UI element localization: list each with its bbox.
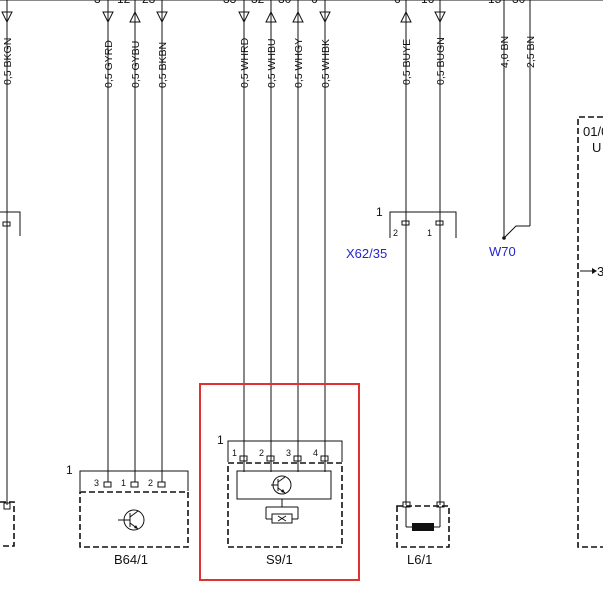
left-connector-outline — [0, 211, 21, 236]
b64-body-outline — [79, 491, 189, 548]
switch-transistor-icon — [271, 475, 292, 495]
top-pin-numbers: 3 12 23 33 32 30 6 6 16 15 30 — [94, 0, 526, 6]
wire-label: 0,5 WHBU — [266, 38, 278, 88]
top-connector-symbols — [1, 10, 446, 24]
top-number: 32 — [251, 0, 265, 6]
left-connector — [0, 211, 21, 236]
s9-connector-outline — [227, 440, 343, 462]
connector-pin — [157, 481, 166, 488]
wire-label: 0,5 GYRD — [103, 40, 115, 88]
component-l6-label: L6/1 — [407, 552, 432, 567]
component-number: 1 — [217, 433, 224, 447]
component-b64-label: B64/1 — [114, 552, 148, 567]
right-edge-component: 01/0 U 3 — [577, 116, 603, 548]
wire-label: 0,5 BKGN — [2, 38, 14, 85]
wire-label: 0,5 WHBK — [320, 39, 332, 88]
top-number: 6 — [394, 0, 401, 6]
right-component-outline — [577, 116, 603, 548]
wire-label: 0,5 BUYE — [401, 39, 413, 85]
top-number: 23 — [142, 0, 156, 6]
highlight-box — [199, 383, 360, 581]
pin-socket-icon — [3, 502, 11, 510]
wire-label: 0,5 WHRD — [239, 37, 251, 88]
connector-number: 1 — [376, 205, 383, 219]
sensor-transistor-icon — [118, 509, 145, 531]
left-connector-pin — [2, 221, 11, 227]
connector-pin-number: 1 — [427, 228, 432, 238]
connector-pin-number: 3 — [286, 448, 291, 458]
wires — [6, 0, 531, 505]
component-b64-1: 1 3 1 2 B64/1 — [66, 463, 189, 567]
wire-label: 0,5 GYBU — [130, 41, 142, 88]
right-edge-text-b: U — [592, 140, 601, 155]
wire-label: 0,5 BUGN — [435, 37, 447, 85]
connector-pin — [320, 455, 329, 462]
component-number: 1 — [66, 463, 73, 477]
connector-pin-number: 2 — [148, 478, 153, 488]
left-component-clipped — [0, 501, 15, 547]
connector-pin-number: 4 — [313, 448, 318, 458]
ground-w70-label: W70 — [489, 244, 516, 259]
arrow-right-icon — [592, 268, 597, 274]
connector-pin — [401, 220, 410, 226]
connector-pin — [435, 220, 444, 226]
switch-element-icon — [271, 513, 293, 524]
top-number: 3 — [94, 0, 101, 6]
coil-icon — [412, 523, 434, 531]
connector-pin-number: 2 — [393, 228, 398, 238]
component-s9-label: S9/1 — [266, 552, 293, 567]
left-component-outline — [0, 501, 15, 547]
top-number: 12 — [117, 0, 131, 6]
ground-w70: W70 — [489, 236, 516, 259]
connector-pin — [293, 455, 302, 462]
connector-x62-35: 1 2 1 X62/35 — [346, 205, 457, 261]
connector-x62-label: X62/35 — [346, 246, 387, 261]
component-l6-1: L6/1 — [396, 501, 450, 567]
s9-body-outline — [227, 462, 343, 548]
component-s9-1: 1 1 2 3 4 — [217, 433, 343, 567]
l6-body-outline — [396, 505, 450, 548]
wire-label: 2,5 BN — [525, 36, 537, 68]
b64-connector-outline — [79, 470, 189, 491]
wire-label: 0,5 WHGY — [293, 38, 305, 88]
connector-pin-number: 1 — [121, 478, 126, 488]
wire-labels: 0,5 BKGN 0,5 GYRD 0,5 GYBU 0,5 BKBN 0,5 … — [2, 36, 537, 88]
connector-x62-outline — [389, 211, 457, 238]
right-edge-arrow-text: 3 — [597, 264, 603, 279]
top-number: 6 — [311, 0, 318, 6]
top-number: 30 — [512, 0, 526, 6]
wire-label: 4,0 BN — [499, 36, 511, 68]
connector-pin-number: 1 — [232, 448, 237, 458]
wire-bn25-bend — [503, 225, 530, 239]
ground-point-icon — [502, 236, 506, 240]
top-number: 33 — [223, 0, 237, 6]
top-number: 15 — [488, 0, 502, 6]
wire-label: 0,5 BKBN — [157, 42, 169, 88]
right-edge-text-a: 01/0 — [583, 124, 603, 139]
top-number: 16 — [421, 0, 435, 6]
connector-pin-number: 3 — [94, 478, 99, 488]
connector-pin — [130, 481, 139, 488]
connector-pin — [103, 481, 112, 488]
top-number: 30 — [278, 0, 292, 6]
s9-inner-box — [236, 470, 332, 500]
connector-pin-number: 2 — [259, 448, 264, 458]
connector-pin — [239, 455, 248, 462]
connector-pin — [266, 455, 275, 462]
